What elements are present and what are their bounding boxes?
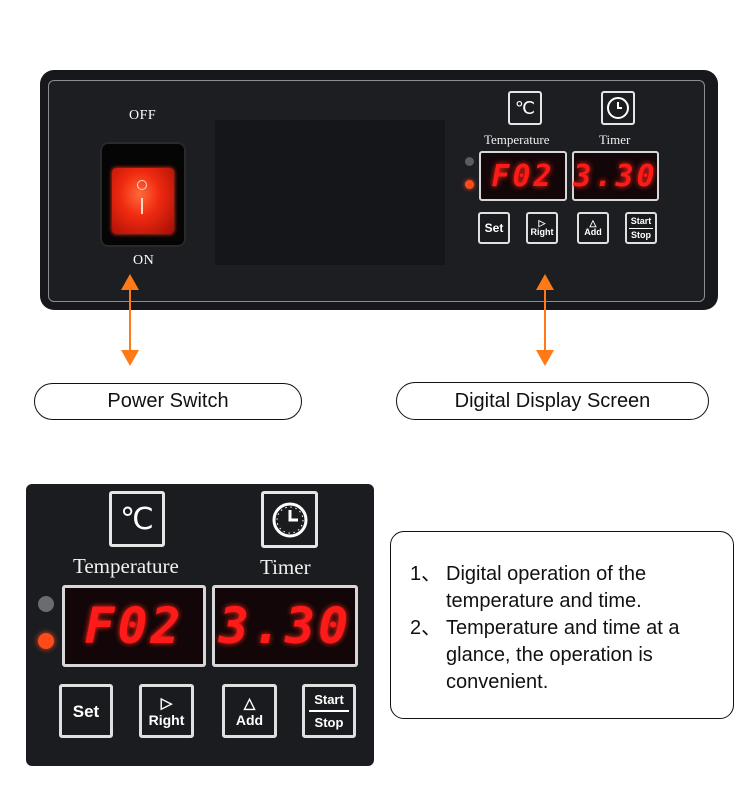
switch-i-symbol <box>141 198 143 214</box>
timer-display: 3.30 <box>572 151 659 201</box>
temperature-label: Temperature <box>484 132 550 147</box>
power-switch-arrow <box>121 274 139 366</box>
description-item-1-line-1: Digital operation of the <box>446 563 647 585</box>
power-switch-callout: Power Switch <box>34 383 302 420</box>
description-item-2-number: 2、 <box>410 617 442 639</box>
celsius-icon-large: ℃ <box>109 491 165 547</box>
description-item-2-line-3: convenient. <box>446 671 549 693</box>
right-arrow-icon: ▷ <box>538 218 546 228</box>
up-triangle-icon: △ <box>589 218 597 228</box>
display-screen-arrow <box>536 274 554 366</box>
timer-label: Timer <box>599 132 631 147</box>
description-item-1-number: 1、 <box>410 563 442 585</box>
start-stop-button[interactable]: Start Stop <box>625 212 657 244</box>
button-divider-large <box>309 710 349 712</box>
clock-icon-large <box>261 491 318 548</box>
celsius-icon: ℃ <box>508 91 542 125</box>
indicator-led-off <box>465 157 474 166</box>
timer-display-large: 3.30 <box>212 585 358 667</box>
temperature-display: F02 <box>479 151 567 201</box>
right-button-large[interactable]: ▷ Right <box>139 684 194 738</box>
indicator-led-off-large <box>38 596 54 612</box>
add-button[interactable]: △ Add <box>577 212 609 244</box>
right-arrow-icon-large: ▷ <box>160 694 173 712</box>
timer-label-large: Timer <box>260 555 311 579</box>
clock-icon <box>601 91 635 125</box>
description-item-1-line-2: temperature and time. <box>446 590 642 612</box>
switch-on-label: ON <box>133 253 155 268</box>
temperature-display-large: F02 <box>62 585 206 667</box>
description-box <box>390 531 734 719</box>
indicator-led-on <box>465 180 474 189</box>
digital-display-callout: Digital Display Screen <box>396 382 709 420</box>
switch-off-label: OFF <box>129 108 157 123</box>
set-button-large[interactable]: Set <box>59 684 113 738</box>
temperature-label-large: Temperature <box>73 554 179 578</box>
power-rocker-switch[interactable] <box>112 168 174 234</box>
set-button[interactable]: Set <box>478 212 510 244</box>
indicator-led-on-large <box>38 633 54 649</box>
up-triangle-icon-large: △ <box>243 694 256 712</box>
add-button-large[interactable]: △ Add <box>222 684 277 738</box>
switch-o-symbol <box>137 180 147 190</box>
description-item-2-line-1: Temperature and time at a <box>446 617 680 639</box>
start-stop-button-large[interactable]: Start Stop <box>302 684 356 738</box>
panel-dark-window <box>215 120 445 265</box>
right-button[interactable]: ▷ Right <box>526 212 558 244</box>
description-item-2-line-2: glance, the operation is <box>446 644 653 666</box>
button-divider <box>629 227 653 229</box>
